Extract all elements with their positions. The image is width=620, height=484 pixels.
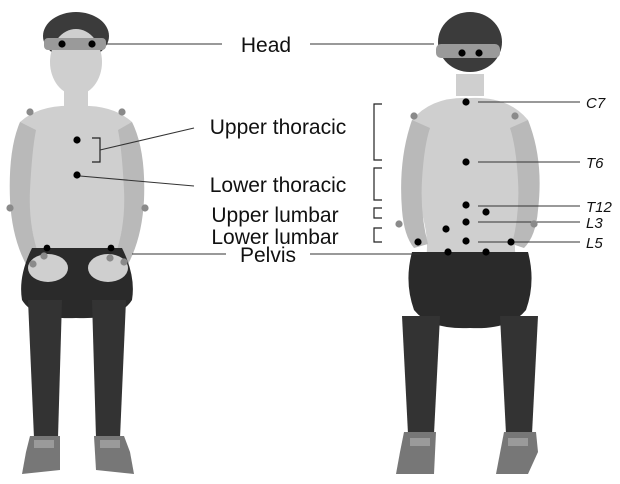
l5-marker <box>462 237 469 244</box>
back-head-marker-right <box>475 49 482 56</box>
back-limb-marker <box>530 220 537 227</box>
label-upper-lumbar: Upper lumbar <box>211 204 338 227</box>
front-figure <box>10 12 145 474</box>
front-limb-marker <box>40 252 47 259</box>
back-limb-marker <box>395 220 402 227</box>
front-upper-thoracic-marker <box>73 136 80 143</box>
back-head-marker-left <box>458 49 465 56</box>
label-t6: T6 <box>586 155 604 172</box>
label-l5: L5 <box>586 235 603 252</box>
label-upper-thoracic: Upper thoracic <box>210 116 347 139</box>
label-c7: C7 <box>586 95 606 112</box>
front-limb-marker <box>141 204 148 211</box>
front-pelvis-marker-right <box>108 245 115 252</box>
t12-marker <box>462 201 469 208</box>
c7-marker <box>462 98 469 105</box>
label-t12: T12 <box>586 199 613 216</box>
front-limb-marker <box>6 204 13 211</box>
back-headband <box>436 44 500 58</box>
lower-lumbar-side-marker <box>442 225 449 232</box>
front-pelvis-marker-left <box>44 245 51 252</box>
back-limb-marker <box>511 112 518 119</box>
label-head: Head <box>241 34 291 57</box>
t6-marker <box>462 158 469 165</box>
label-l3: L3 <box>586 215 603 232</box>
l3-marker <box>462 218 469 225</box>
front-head-marker-left <box>58 40 65 47</box>
front-limb-marker <box>29 260 36 267</box>
back-pelvis-marker <box>507 238 514 245</box>
front-limb-marker <box>118 108 125 115</box>
upper-lumbar-side-marker <box>482 208 489 215</box>
vertebra-labels: C7 T6 T12 L3 L5 <box>586 95 613 252</box>
front-limb-marker <box>26 108 33 115</box>
back-pelvis-marker <box>414 238 421 245</box>
front-headband <box>44 38 106 50</box>
front-lower-thoracic-marker <box>73 171 80 178</box>
front-limb-marker <box>120 258 127 265</box>
label-lower-thoracic: Lower thoracic <box>210 174 347 197</box>
label-pelvis: Pelvis <box>240 244 296 267</box>
segment-labels: Head Upper thoracic Lower thoracic Upper… <box>210 34 347 267</box>
back-pelvis-marker <box>482 248 489 255</box>
front-head-marker-right <box>88 40 95 47</box>
back-limb-marker <box>410 112 417 119</box>
back-pelvis-marker <box>444 248 451 255</box>
front-limb-marker <box>106 254 113 261</box>
